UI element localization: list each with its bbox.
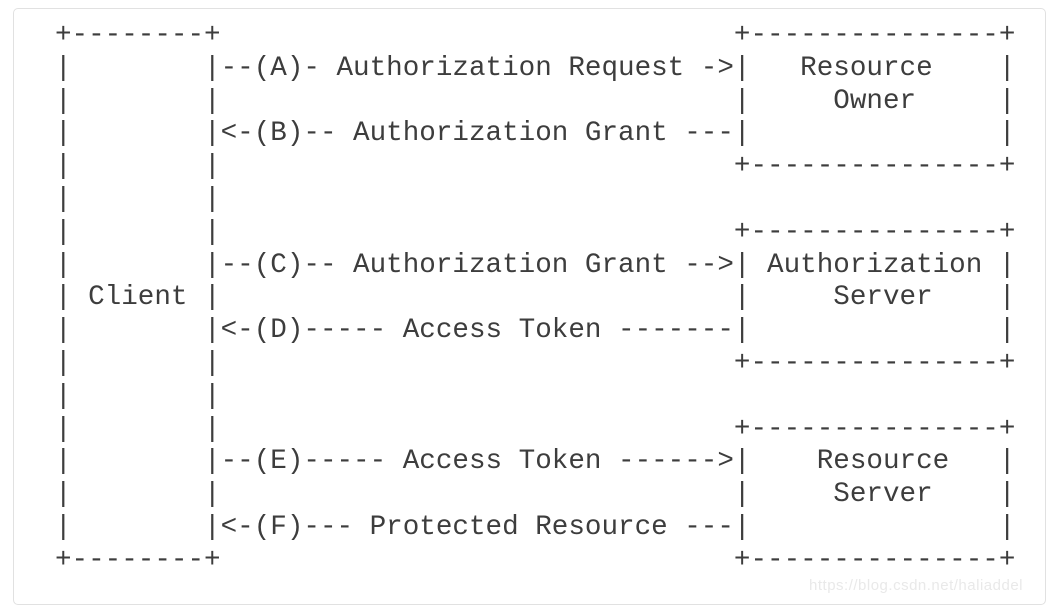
watermark-url: https://blog.csdn.net/haliaddel [809, 577, 1023, 594]
diagram-frame: +--------+ +---------------+ | |--(A)- A… [13, 8, 1046, 605]
oauth-abstract-flow-ascii-diagram: +--------+ +---------------+ | |--(A)- A… [55, 20, 1016, 576]
